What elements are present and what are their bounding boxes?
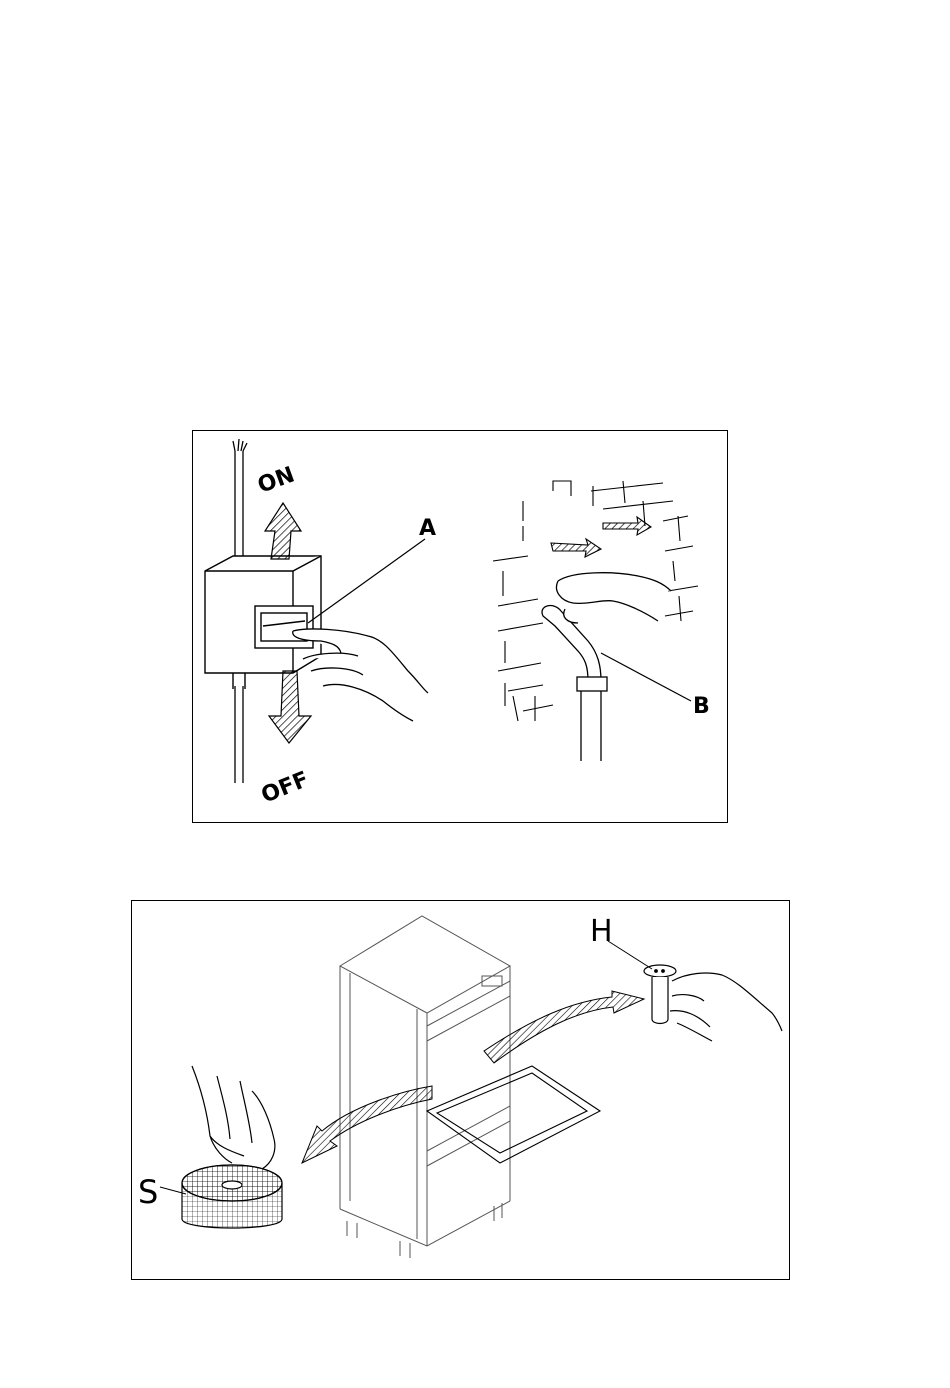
callout-s-label: S xyxy=(138,1173,158,1211)
callout-a-leader xyxy=(308,539,425,623)
switch-box-icon xyxy=(205,556,321,689)
hand-lifting-filter-icon xyxy=(192,1066,275,1169)
water-tap-icon xyxy=(542,606,607,761)
callout-h-leader xyxy=(608,941,652,969)
arrow-to-drain-icon xyxy=(484,991,644,1063)
arrow-up-icon xyxy=(265,503,301,559)
hand-holding-drain-icon xyxy=(670,973,782,1041)
figure-filter-removal: H S xyxy=(131,900,790,1280)
figure-filter-removal-illustration: H S xyxy=(132,901,788,1278)
on-label: ON xyxy=(255,462,298,498)
callout-b-leader xyxy=(601,653,691,701)
callout-b-label: B xyxy=(693,694,710,719)
arrow-down-icon xyxy=(269,671,311,743)
filter-basket-icon xyxy=(182,1165,282,1228)
hand-on-tap-icon xyxy=(556,573,671,623)
figure-switch-and-tap-illustration: ON OFF A B xyxy=(193,431,726,821)
callout-h-label: H xyxy=(590,914,613,949)
figure-switch-and-tap: ON OFF A B xyxy=(192,430,728,823)
overflow-pipe-icon xyxy=(644,965,676,1024)
rotate-arrow-icon xyxy=(551,517,651,557)
dishwasher-door-icon xyxy=(427,1066,600,1163)
off-label: OFF xyxy=(258,767,313,808)
arrow-to-filter-icon xyxy=(302,1086,432,1163)
callout-a-label: A xyxy=(419,516,436,541)
